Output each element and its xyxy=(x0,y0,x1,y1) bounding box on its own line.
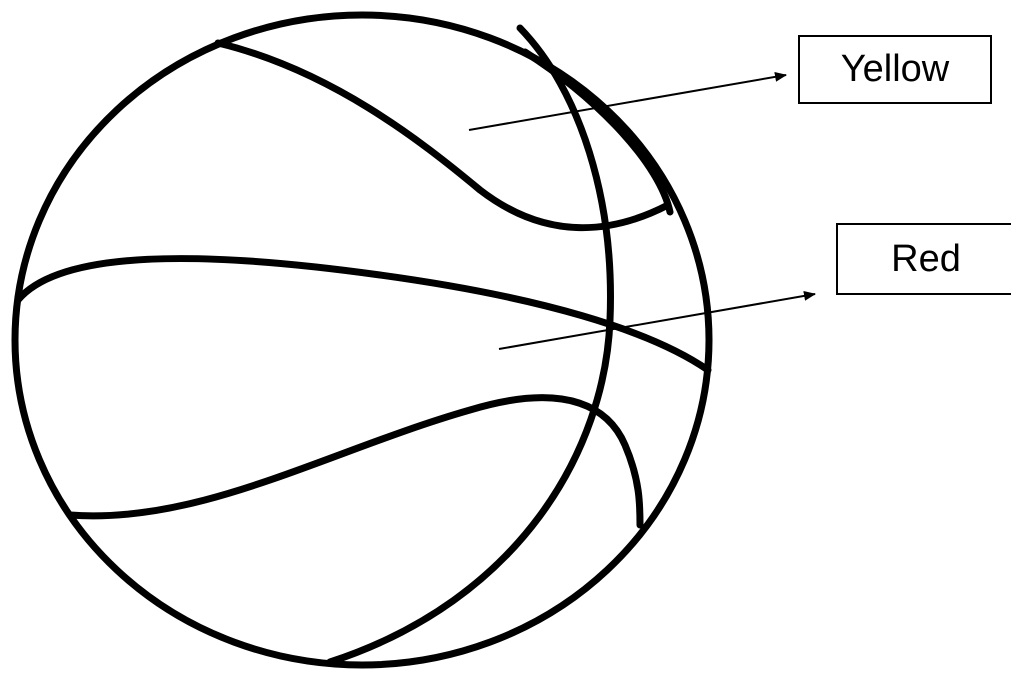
label-yellow: Yellow xyxy=(798,35,992,104)
label-red-text: Red xyxy=(891,238,961,281)
label-red: Red xyxy=(836,223,1011,295)
ball-seam-vertical-inner xyxy=(330,28,610,662)
yellow-arrow xyxy=(469,75,786,130)
ball-seam-lower xyxy=(70,398,640,525)
label-yellow-text: Yellow xyxy=(841,48,949,91)
